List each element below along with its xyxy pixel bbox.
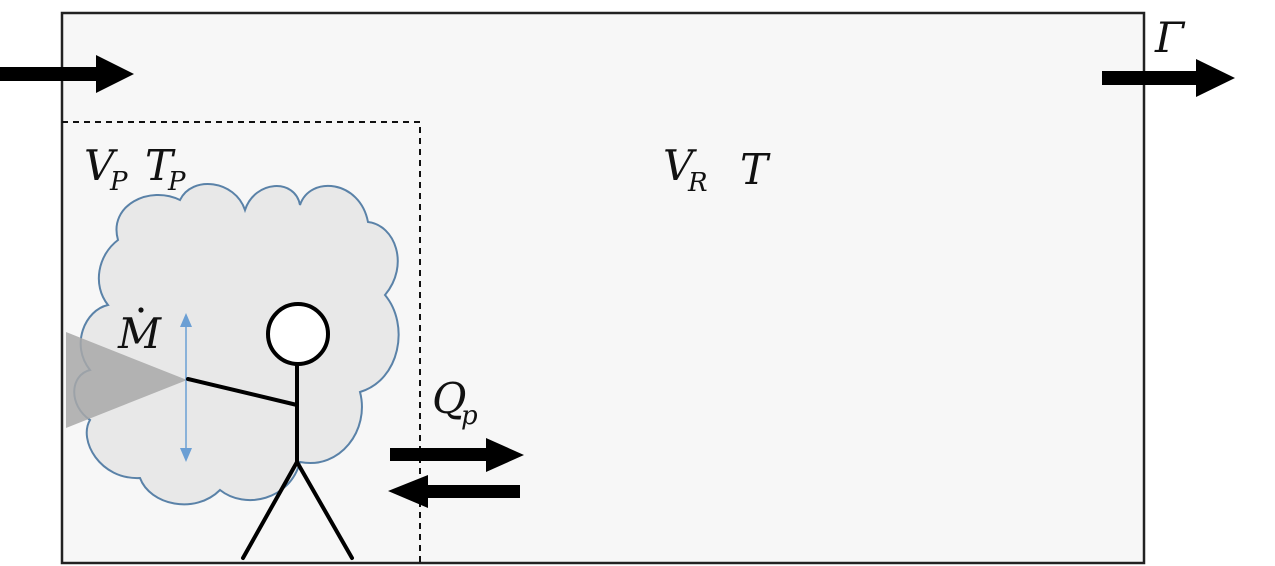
- double-arrow-vertical-icon: [180, 313, 192, 462]
- label-q-p: Q: [432, 374, 466, 423]
- spray-cone-icon: [66, 332, 187, 428]
- exchange-out-arrow-icon: [388, 475, 520, 508]
- label-q-p-sub: p: [461, 401, 478, 431]
- m-dot-overdot: [138, 307, 144, 313]
- label-t-p: T: [145, 141, 176, 190]
- label-t-p-sub: P: [167, 167, 186, 197]
- label-v-r-sub: R: [687, 168, 708, 198]
- personal-zone-boundary: [62, 121, 421, 563]
- label-m-dot: M: [117, 309, 162, 358]
- label-v-p: V: [84, 141, 118, 190]
- exchange-in-arrow-icon: [390, 438, 524, 472]
- label-gamma: Γ: [1154, 13, 1186, 62]
- label-t: T: [740, 145, 771, 194]
- stick-figure-icon: [186, 302, 354, 560]
- outflow-arrow-icon: [1102, 59, 1235, 97]
- label-v-p-sub: P: [109, 167, 128, 197]
- label-v-r: V: [663, 141, 697, 190]
- inflow-arrow-icon: [0, 55, 134, 93]
